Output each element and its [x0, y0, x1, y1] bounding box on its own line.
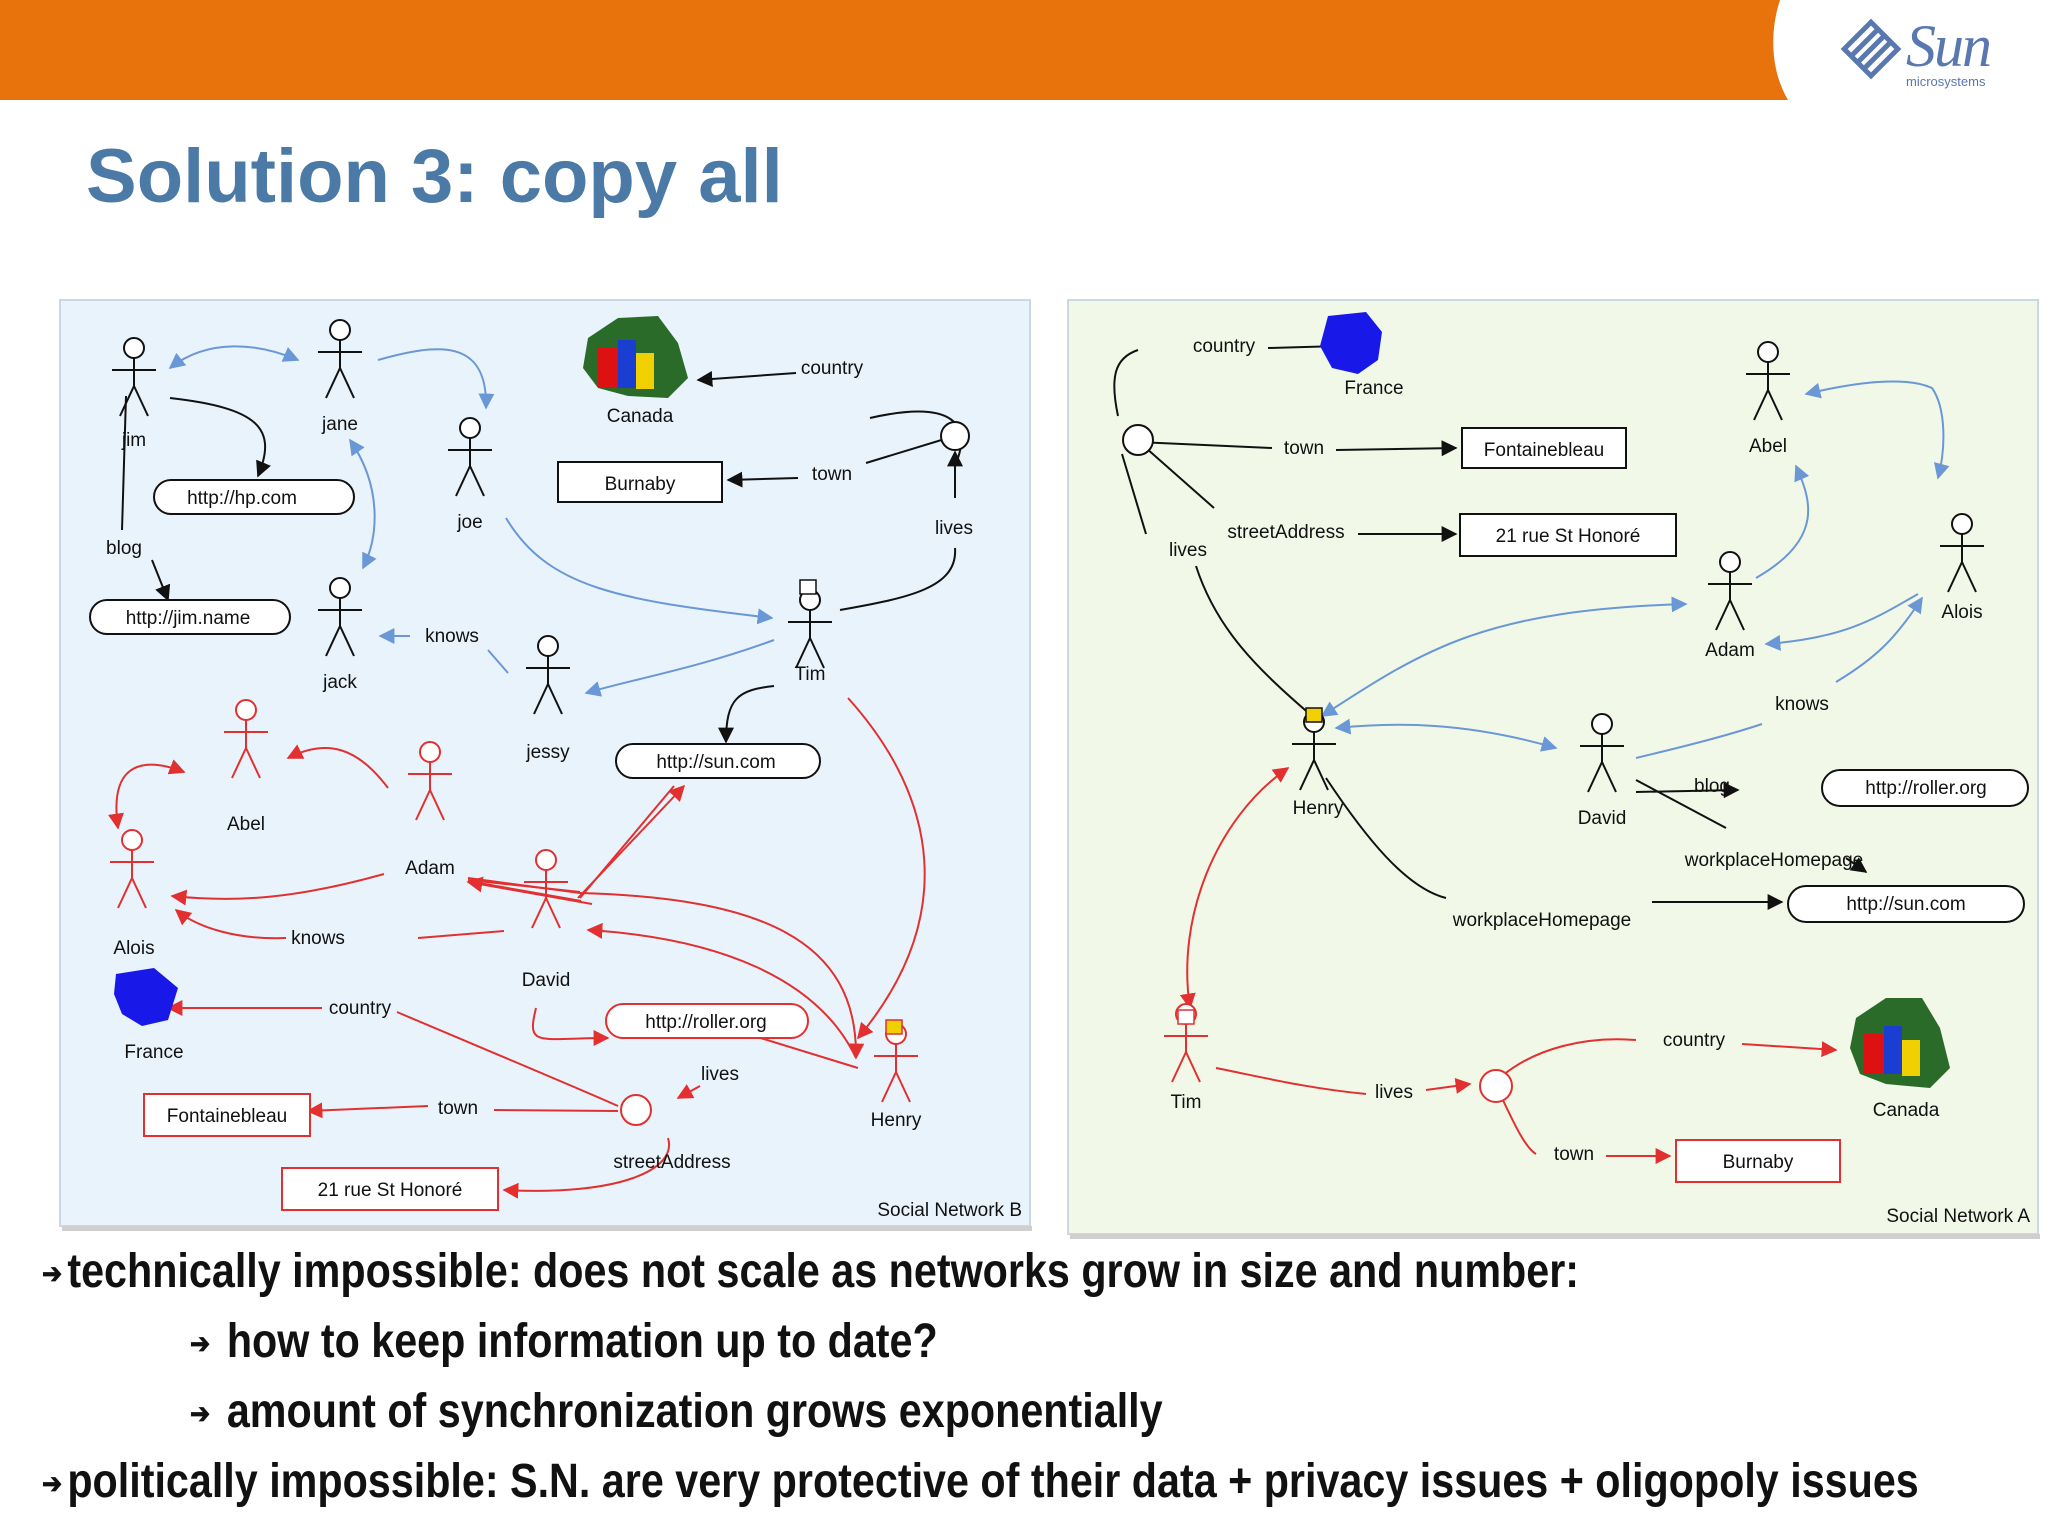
person-jim: jim — [121, 430, 146, 451]
url-sun: http://sun.com — [656, 752, 775, 773]
box-street-a: 21 rue St Honoré — [1496, 526, 1641, 547]
edge-lives-a: lives — [1169, 540, 1207, 561]
edge-workplace-2: workplaceHomepage — [1452, 910, 1632, 931]
box-fontainebleau: Fontainebleau — [167, 1106, 287, 1127]
edge-knows-red: knows — [291, 928, 345, 949]
arrow-icon: ➔ — [42, 1258, 63, 1290]
person-david-a: David — [1578, 808, 1627, 829]
person-joe: joe — [456, 512, 482, 533]
bullet-1: ➔technically impossible: does not scale … — [42, 1244, 1579, 1302]
logo-word: Sun — [1906, 13, 1992, 79]
bullet-1-text: technically impossible: does not scale a… — [67, 1245, 1580, 1298]
box-burnaby: Burnaby — [605, 474, 676, 495]
bullet-3: ➔ amount of synchronization grows expone… — [190, 1384, 1163, 1442]
edge-street-red: streetAddress — [613, 1152, 730, 1173]
bullet-2-text: how to keep information up to date? — [226, 1315, 938, 1368]
caption-network-b: Social Network B — [877, 1200, 1022, 1221]
bullet-4-text: politically impossible: S.N. are very pr… — [67, 1455, 1919, 1508]
edge-lives-red-a: lives — [1375, 1082, 1413, 1103]
edge-town-a: town — [1284, 438, 1324, 459]
person-abel-a: Abel — [1749, 436, 1787, 457]
place-france: France — [124, 1042, 183, 1063]
box-fontainebleau-a: Fontainebleau — [1484, 440, 1604, 461]
logo-subtitle: microsystems — [1906, 74, 1986, 89]
person-david: David — [522, 970, 571, 991]
canada-map-icon-a — [1850, 998, 1950, 1088]
url-hp: http://hp.com — [187, 488, 297, 509]
person-abel: Abel — [227, 814, 265, 835]
bullet-3-text: amount of synchronization grows exponent… — [226, 1385, 1163, 1438]
person-henry: Henry — [871, 1110, 922, 1131]
edge-knows-a: knows — [1775, 694, 1829, 715]
box-street: 21 rue St Honoré — [318, 1180, 463, 1201]
caption-network-a: Social Network A — [1886, 1206, 2030, 1227]
person-adam-a: Adam — [1705, 640, 1755, 661]
person-alois-a: Alois — [1941, 602, 1982, 623]
url-roller: http://roller.org — [645, 1012, 766, 1033]
canada-map-icon — [583, 316, 688, 398]
edge-workplace-1: workplaceHomepage — [1684, 850, 1864, 871]
url-sun-a: http://sun.com — [1846, 894, 1965, 915]
place-canada: Canada — [607, 406, 674, 427]
person-tim-a: Tim — [1171, 1092, 1202, 1113]
edge-lives: lives — [935, 518, 973, 539]
url-roller-a: http://roller.org — [1865, 778, 1986, 799]
edge-country-red-a: country — [1663, 1030, 1726, 1051]
person-tim: Tim — [795, 664, 826, 685]
france-map-icon-a — [1320, 312, 1382, 374]
header-bar — [0, 0, 1788, 100]
slide-title: Solution 3: copy all — [86, 134, 783, 219]
arrow-icon: ➔ — [190, 1328, 211, 1360]
social-network-b-diagram: jim jane joe jack jessy Tim Abel Adam Al… — [58, 298, 1036, 1232]
social-network-a-diagram: Abel Alois Adam Henry David Tim France C… — [1066, 298, 2044, 1242]
arrow-icon: ➔ — [190, 1398, 211, 1430]
arrow-icon: ➔ — [42, 1468, 63, 1500]
person-jane: jane — [321, 414, 358, 435]
edge-knows: knows — [425, 626, 479, 647]
edge-town-red-a: town — [1554, 1144, 1594, 1165]
person-jack: jack — [322, 672, 357, 693]
person-alois: Alois — [113, 938, 154, 959]
edge-lives-red: lives — [701, 1064, 739, 1085]
sun-logo: Sun microsystems — [1838, 14, 2038, 94]
edge-town: town — [812, 464, 852, 485]
sun-logo-icon — [1840, 18, 1902, 80]
box-burnaby-a: Burnaby — [1723, 1152, 1794, 1173]
url-jim-name: http://jim.name — [126, 608, 251, 629]
edge-country: country — [801, 358, 864, 379]
person-henry-a: Henry — [1293, 798, 1344, 819]
bullet-4: ➔politically impossible: S.N. are very p… — [42, 1454, 1919, 1512]
person-jessy: jessy — [525, 742, 570, 763]
france-map-icon — [114, 968, 178, 1026]
edge-street-a: streetAddress — [1227, 522, 1344, 543]
edge-blog-a: blog — [1694, 776, 1730, 797]
edge-country-red: country — [329, 998, 392, 1019]
person-adam: Adam — [405, 858, 455, 879]
edge-country-a: country — [1193, 336, 1256, 357]
bullet-2: ➔ how to keep information up to date? — [190, 1314, 938, 1372]
place-canada-a: Canada — [1873, 1100, 1940, 1121]
edge-blog: blog — [106, 538, 142, 559]
place-france-a: France — [1344, 378, 1403, 399]
edge-town-red: town — [438, 1098, 478, 1119]
